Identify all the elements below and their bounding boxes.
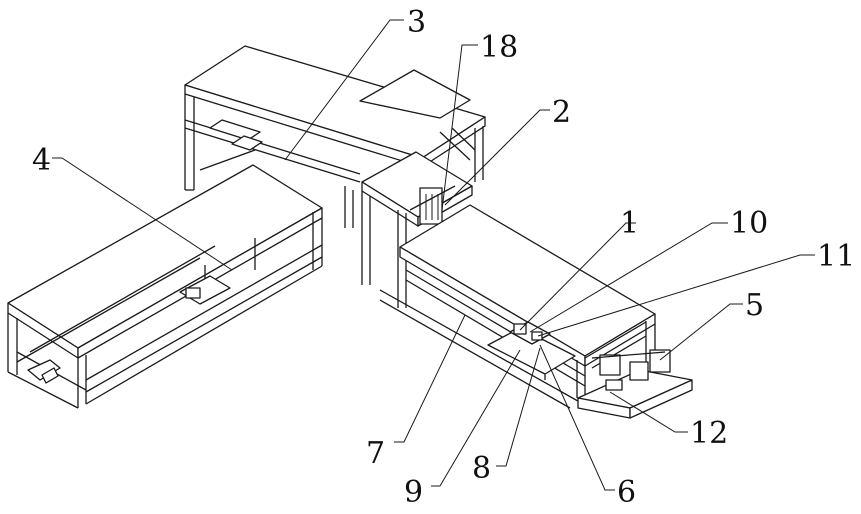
callout-9: 9 (404, 475, 423, 510)
left-table-frame (8, 165, 322, 408)
callout-12: 12 (690, 416, 728, 451)
callout-1: 1 (620, 206, 639, 241)
callout-3: 3 (407, 5, 426, 40)
callout-18: 18 (480, 30, 518, 65)
callout-4: 4 (32, 143, 51, 178)
callout-8: 8 (472, 451, 491, 486)
callout-2: 2 (552, 95, 571, 130)
callout-6: 6 (617, 475, 636, 510)
callout-10: 10 (730, 206, 768, 241)
callout-5: 5 (745, 288, 764, 323)
callout-11: 11 (817, 239, 855, 274)
callout-7: 7 (366, 436, 385, 471)
